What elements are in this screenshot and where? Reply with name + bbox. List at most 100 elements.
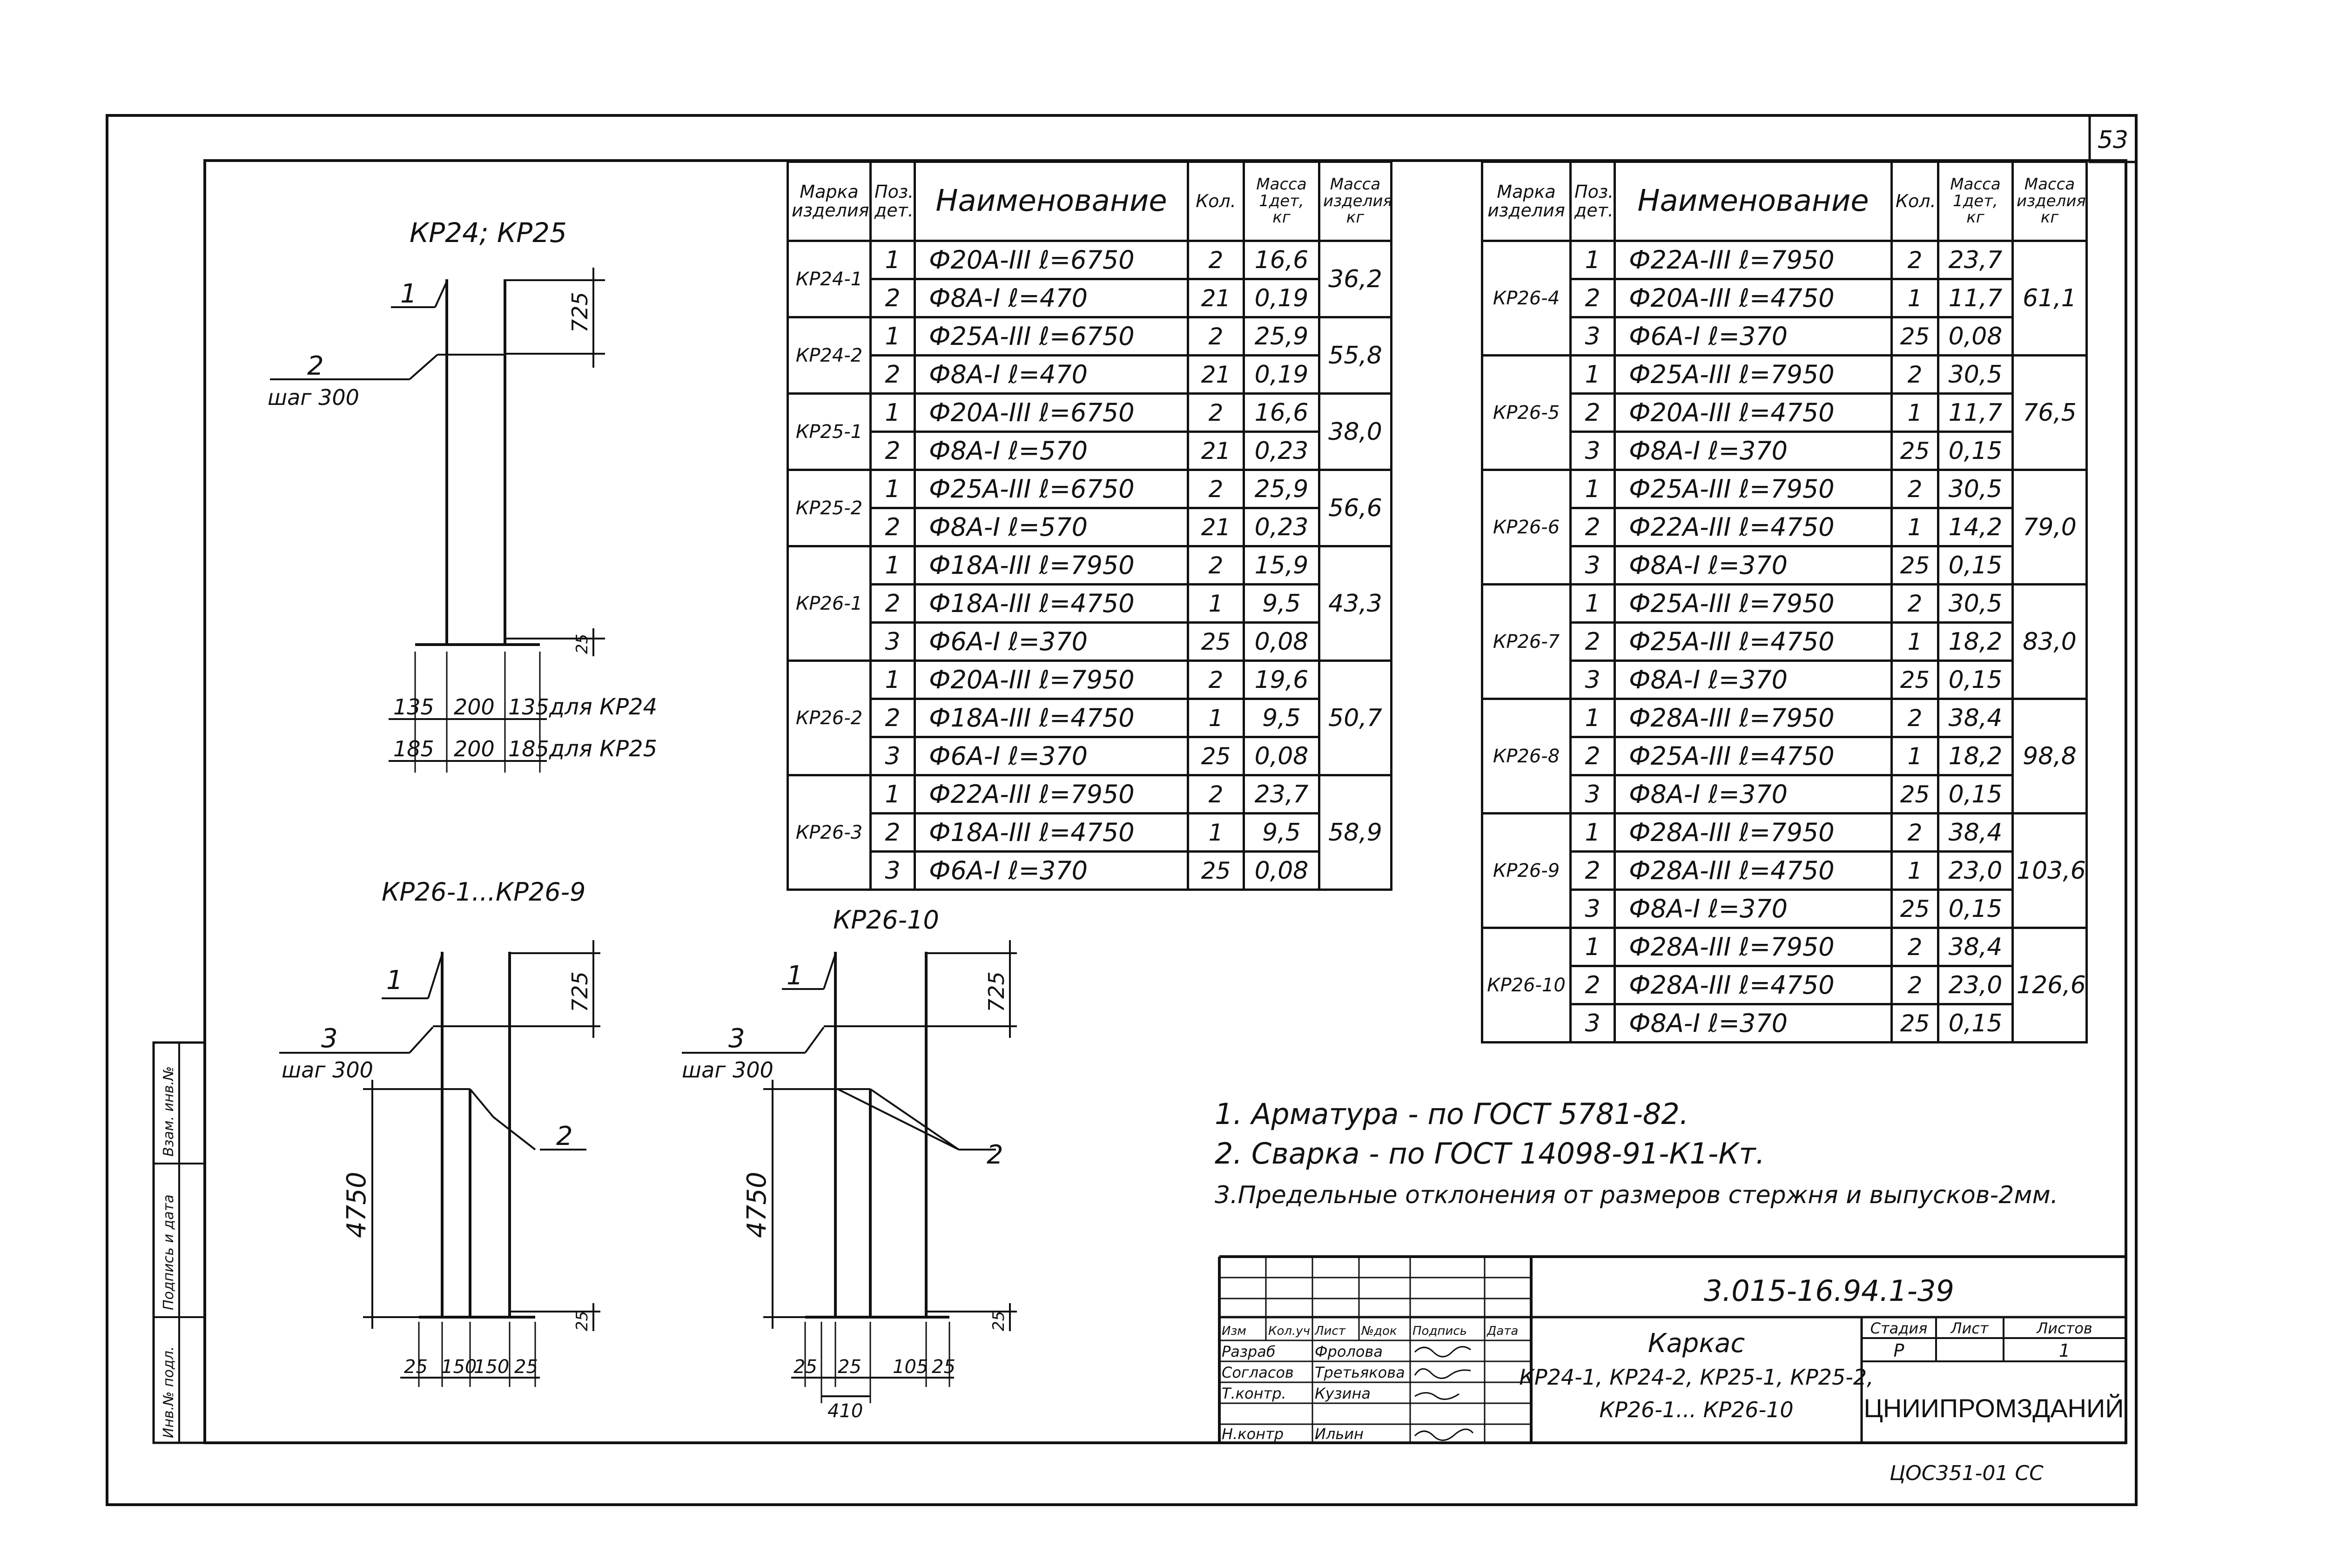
- name-cell: Ф6А-I ℓ=370: [914, 621, 1189, 662]
- head-col-1: Кол.уч: [1268, 1324, 1310, 1338]
- header-name: Наименование: [914, 161, 1189, 242]
- name-cell: Ф8А-I ℓ=570: [914, 507, 1189, 547]
- drawing-kr26-1-9: [279, 940, 600, 1387]
- qty-cell: 1: [1890, 621, 1939, 662]
- item-mass: 43,3: [1318, 545, 1392, 662]
- item-mark: КР25-1: [787, 392, 872, 471]
- item-mass: 58,9: [1318, 774, 1392, 891]
- name-cell: Ф8А-I ℓ=370: [1614, 660, 1893, 700]
- name-cell: Ф20А-III ℓ=6750: [914, 392, 1189, 433]
- mass-det-cell: 38,4: [1937, 927, 2014, 967]
- item-mass: 61,1: [2011, 240, 2088, 357]
- spec-table-right: Марка изделия Поз. дет. Наименование Кол…: [1481, 161, 2088, 1043]
- kr24-dim-bottom: 25: [573, 634, 592, 654]
- kr24-row2-note: для КР25: [549, 736, 657, 762]
- qty-cell: 21: [1187, 354, 1245, 395]
- header-qty: Кол.: [1187, 161, 1245, 242]
- pos-cell: 2: [869, 698, 916, 738]
- mass-det-cell: 19,6: [1243, 660, 1320, 700]
- spec-table-left: Марка изделия Поз. дет. Наименование Кол…: [787, 161, 1392, 891]
- signer-name-1: Третьякова: [1315, 1364, 1405, 1381]
- pos-cell: 1: [869, 774, 916, 814]
- item-name-0: Каркас: [1648, 1328, 1745, 1359]
- drawing-title-kr26-1-9: КР26-1...КР26-9: [382, 877, 585, 907]
- kr26-10-b0: 25: [794, 1356, 817, 1378]
- kr26-10-dim-bottom: 25: [989, 1311, 1008, 1331]
- qty-cell: 25: [1890, 545, 1939, 585]
- qty-cell: 2: [1187, 316, 1245, 357]
- pos-cell: 1: [1569, 698, 1616, 738]
- mass-det-cell: 23,0: [1937, 965, 2014, 1005]
- sheets-value: 1: [2059, 1340, 2070, 1361]
- pos-cell: 2: [1569, 736, 1616, 776]
- item-mark: КР26-3: [787, 774, 872, 891]
- pos-cell: 2: [1569, 621, 1616, 662]
- pos-cell: 3: [1569, 774, 1616, 814]
- qty-cell: 25: [1890, 316, 1939, 357]
- qty-cell: 2: [1187, 240, 1245, 280]
- mass-det-cell: 30,5: [1937, 354, 2014, 395]
- item-mark: КР24-2: [787, 316, 872, 395]
- item-mass: 50,7: [1318, 660, 1392, 776]
- qty-cell: 2: [1890, 583, 1939, 624]
- mass-det-cell: 0,15: [1937, 431, 2014, 471]
- qty-cell: 2: [1890, 812, 1939, 853]
- item-mark: КР25-2: [787, 469, 872, 547]
- mass-det-cell: 38,4: [1937, 698, 2014, 738]
- inner-frame: [203, 159, 2127, 1444]
- mass-det-cell: 16,6: [1243, 392, 1320, 433]
- pos-cell: 3: [1569, 431, 1616, 471]
- kr26-10-dim-height: 4750: [742, 1171, 772, 1238]
- pos-cell: 1: [869, 660, 916, 700]
- pos-cell: 1: [1569, 240, 1616, 280]
- qty-cell: 25: [1187, 621, 1245, 662]
- kr26-10-b1: 25: [838, 1356, 861, 1378]
- item-mark: КР26-2: [787, 660, 872, 776]
- signer-role-2: Т.контр.: [1222, 1385, 1286, 1402]
- page-number: 53: [2098, 126, 2128, 154]
- item-mark: КР26-4: [1481, 240, 1572, 357]
- kr26-1-9-pos3: 3: [321, 1023, 338, 1054]
- mass-det-cell: 9,5: [1243, 698, 1320, 738]
- signer-name-2: Кузина: [1315, 1385, 1371, 1402]
- head-col-3: №док: [1360, 1324, 1397, 1338]
- pos-cell: 1: [869, 392, 916, 433]
- kr24-pos2: 2: [307, 351, 324, 381]
- title-block: [1218, 1255, 2126, 1443]
- name-cell: Ф28А-III ℓ=7950: [1614, 698, 1893, 738]
- kr26-10-step: шаг 300: [682, 1057, 773, 1083]
- name-cell: Ф25А-III ℓ=7950: [1614, 354, 1893, 395]
- kr24-step: шаг 300: [268, 385, 359, 410]
- item-mass: 56,6: [1318, 469, 1392, 547]
- pos-cell: 3: [869, 850, 916, 891]
- pos-cell: 2: [1569, 278, 1616, 318]
- signature-2: [1414, 1392, 1459, 1400]
- kr24-pos1: 1: [400, 279, 417, 309]
- qty-cell: 1: [1187, 583, 1245, 624]
- signer-name-3: Ильин: [1315, 1425, 1364, 1443]
- qty-cell: 1: [1890, 736, 1939, 776]
- item-mark: КР26-5: [1481, 354, 1572, 471]
- side-stamp-replace: Взам. инв.№: [161, 1066, 177, 1157]
- outer-frame: [106, 114, 2138, 1506]
- name-cell: Ф18А-III ℓ=4750: [914, 583, 1189, 624]
- header-mass-item: Масса изделия, кг: [1318, 161, 1392, 242]
- head-col-5: Дата: [1486, 1324, 1518, 1338]
- item-mark: КР24-1: [787, 240, 872, 318]
- mass-det-cell: 9,5: [1243, 812, 1320, 853]
- qty-cell: 2: [1890, 698, 1939, 738]
- item-mass: 36,2: [1318, 240, 1392, 318]
- name-cell: Ф22А-III ℓ=4750: [1614, 507, 1893, 547]
- stage-value: Р: [1894, 1340, 1904, 1361]
- pos-cell: 3: [1569, 1003, 1616, 1043]
